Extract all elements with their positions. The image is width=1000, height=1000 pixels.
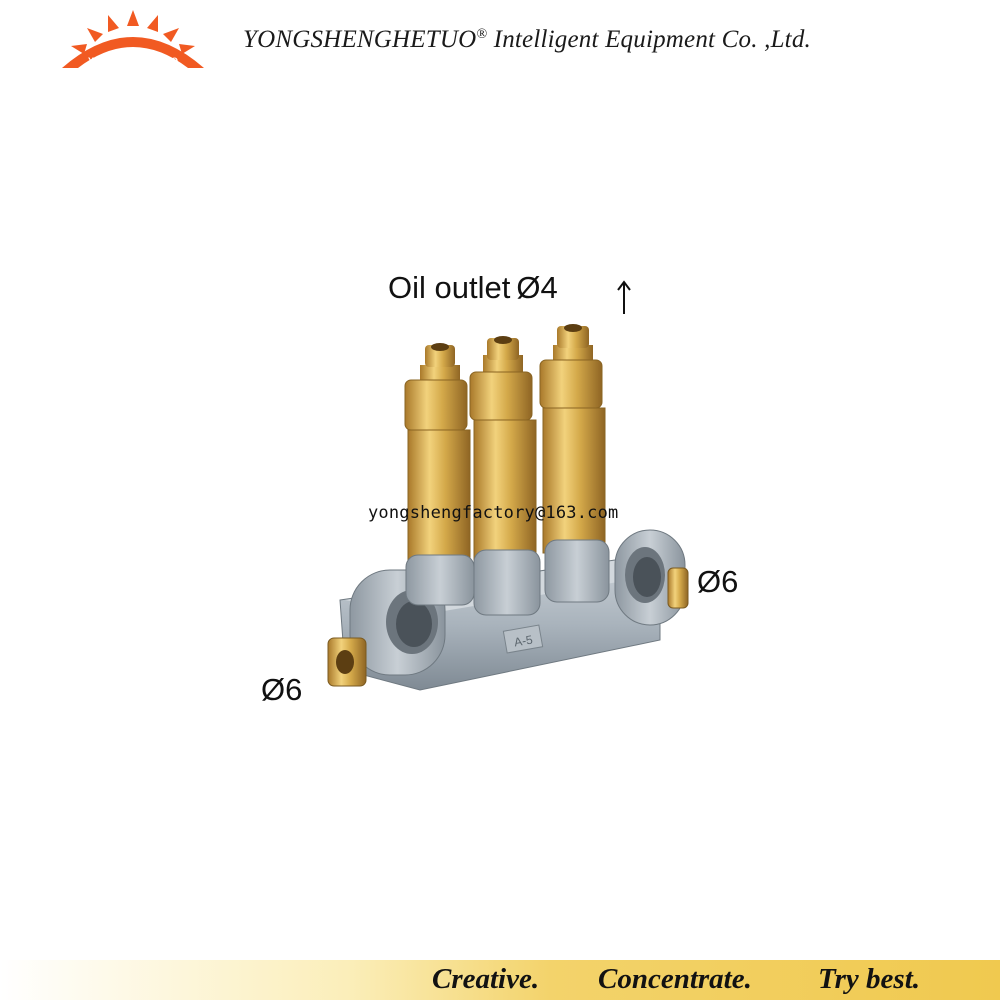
- oil-outlet-text: Oil outlet: [388, 270, 511, 305]
- header: YONGSHENGHETUO YONGSHENGHETUO® Intellige…: [0, 0, 1000, 90]
- company-name: YONGSHENGHETUO® Intelligent Equipment Co…: [243, 26, 811, 54]
- slogan-creative: Creative.: [432, 963, 540, 995]
- inlet-left-diameter: Ø6: [261, 672, 303, 707]
- company-logo-icon: YONGSHENGHETUO: [62, 10, 204, 68]
- company-name-suffix: Intelligent Equipment Co. ,Ltd.: [487, 26, 811, 53]
- footer-banner: [0, 960, 1000, 1000]
- logo-text: YONGSHENGHETUO: [88, 56, 178, 66]
- metering-unit-1: [404, 343, 475, 606]
- left-banjo-fitting: [349, 569, 446, 676]
- body-marking: A-5: [513, 632, 534, 649]
- outlet-diameter: Ø4: [516, 270, 558, 305]
- metering-unit-2: [469, 336, 541, 616]
- slogan-concentrate: Concentrate.: [598, 963, 752, 995]
- slogan-try-best: Try best.: [818, 963, 921, 995]
- metering-unit-3: [539, 324, 610, 603]
- right-brass-nut: [667, 567, 689, 609]
- watermark-email: yongshengfactory@163.com: [368, 503, 619, 523]
- registered-mark: ®: [476, 27, 488, 42]
- inlet-right-diameter: Ø6: [697, 564, 739, 599]
- up-arrow-icon: [617, 280, 631, 314]
- left-brass-nut: [327, 637, 367, 687]
- company-name-main: YONGSHENGHETUO: [243, 26, 477, 53]
